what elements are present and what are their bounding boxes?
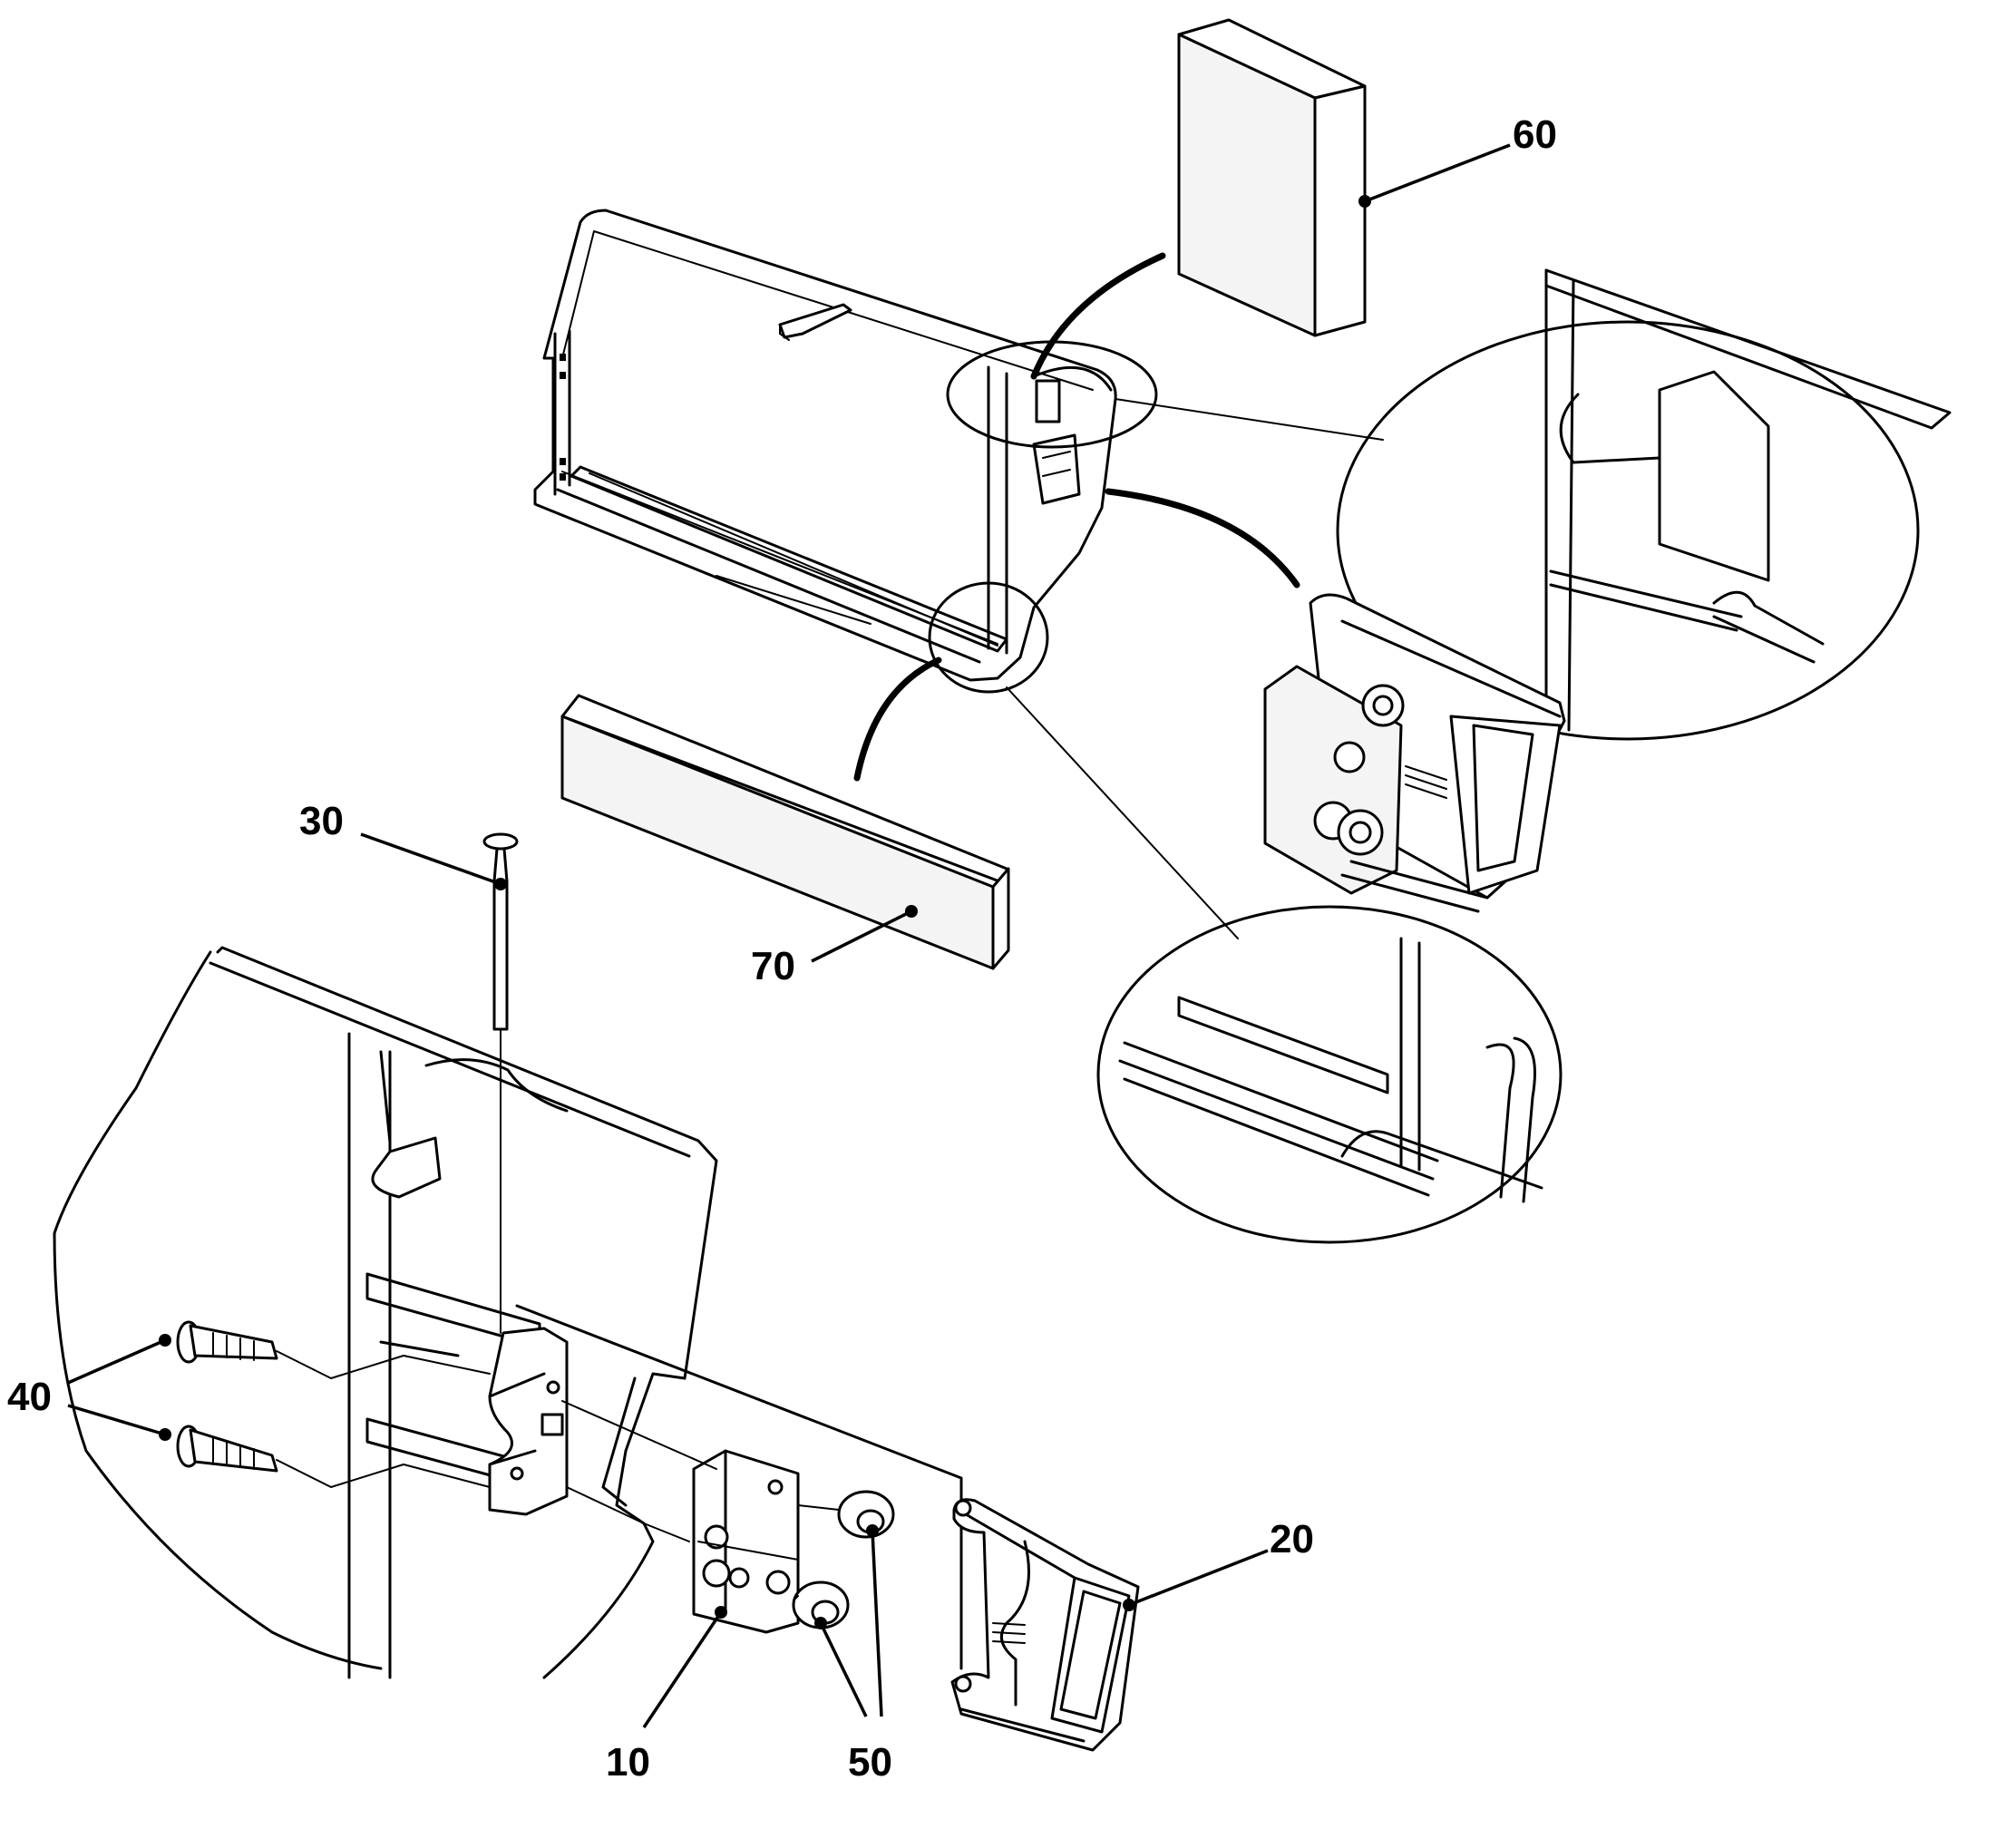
part-10-switch [561, 1400, 800, 1634]
leader-70 [811, 909, 912, 963]
leader-20 [1128, 1549, 1269, 1607]
door-bin-assembly [533, 209, 1117, 682]
leader-30 [360, 832, 501, 886]
hinge-bracket [488, 1327, 569, 1516]
detail-leader-bottom [1006, 686, 1239, 939]
arrow-curve-70 [853, 657, 942, 782]
arrow-curve-right [1105, 488, 1300, 588]
detail-leader-top [1115, 398, 1384, 441]
callout-30: 30 [299, 799, 344, 843]
part-70-strip [560, 694, 1010, 970]
part-40-screws [176, 1320, 491, 1488]
callout-10: 10 [606, 1740, 650, 1785]
callout-leaders [67, 143, 1511, 1728]
leader-60 [1364, 143, 1511, 203]
leader-50a [871, 1530, 883, 1717]
cabinet-wall-section [53, 946, 963, 1679]
arrow-curve-60 [1030, 252, 1166, 380]
callout-70: 70 [751, 944, 795, 988]
callout-60: 60 [1513, 112, 1557, 157]
part-60-block [1177, 18, 1367, 337]
leader-10 [642, 1611, 723, 1728]
callout-40: 40 [7, 1375, 52, 1419]
switch-magnified-view [1263, 593, 1566, 913]
part-50-nuts [792, 1490, 895, 1629]
callout-50: 50 [848, 1740, 892, 1785]
callout-20: 20 [1270, 1517, 1314, 1561]
part-20-cover [950, 1498, 1140, 1752]
leader-50b [819, 1622, 868, 1717]
leader-40a [67, 1338, 166, 1385]
part-30-pin [482, 832, 519, 1334]
leader-40b [67, 1404, 166, 1436]
detail-circle-bottom [928, 581, 1049, 694]
detail-magnified-top [1336, 268, 1952, 741]
detail-magnified-bottom [1096, 905, 1563, 1244]
